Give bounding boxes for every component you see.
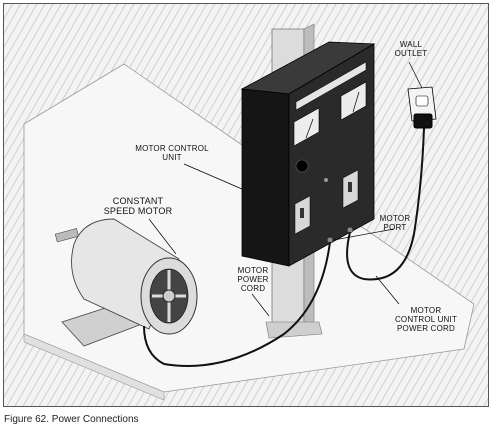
constant-speed-motor (54, 218, 198, 347)
figure-frame: WALL OUTLET MOTOR CONTROL UNIT CONSTANT … (3, 3, 489, 407)
motor-shaft (54, 228, 79, 243)
wall-outlet (407, 86, 437, 129)
control-unit-power-cord-line (346, 127, 425, 281)
name-plate (295, 61, 367, 111)
figure-caption: Figure 62. Power Connections (4, 414, 139, 425)
post-base (265, 321, 323, 339)
left-switch-lever (300, 208, 304, 218)
label-constant-speed-motor: CONSTANT SPEED MOTOR (103, 196, 173, 216)
label-motor-control-unit-power-cord: MOTOR CONTROL UNIT POWER CORD (394, 306, 458, 333)
label-motor-port: MOTOR PORT (379, 214, 411, 232)
control-knob (295, 159, 309, 173)
label-motor-control-unit: MOTOR CONTROL UNIT (135, 144, 209, 162)
left-meter (293, 107, 320, 147)
power-connections-illustration (4, 4, 488, 406)
left-meter-needle (305, 118, 314, 139)
label-wall-outlet: WALL OUTLET (394, 40, 428, 58)
outlet-socket (415, 95, 429, 107)
box-side (241, 88, 290, 267)
motor-control-unit-box (240, 41, 376, 267)
platform-base (23, 333, 165, 401)
motor-hub (162, 289, 176, 303)
right-meter-needle (352, 91, 360, 113)
indicator-light (324, 178, 328, 182)
right-switch-lever (348, 182, 352, 192)
right-meter (340, 81, 367, 121)
outlet-plug (413, 113, 433, 129)
label-motor-power-cord: MOTOR POWER CORD (237, 266, 269, 293)
motor-power-cord-line (143, 241, 331, 367)
